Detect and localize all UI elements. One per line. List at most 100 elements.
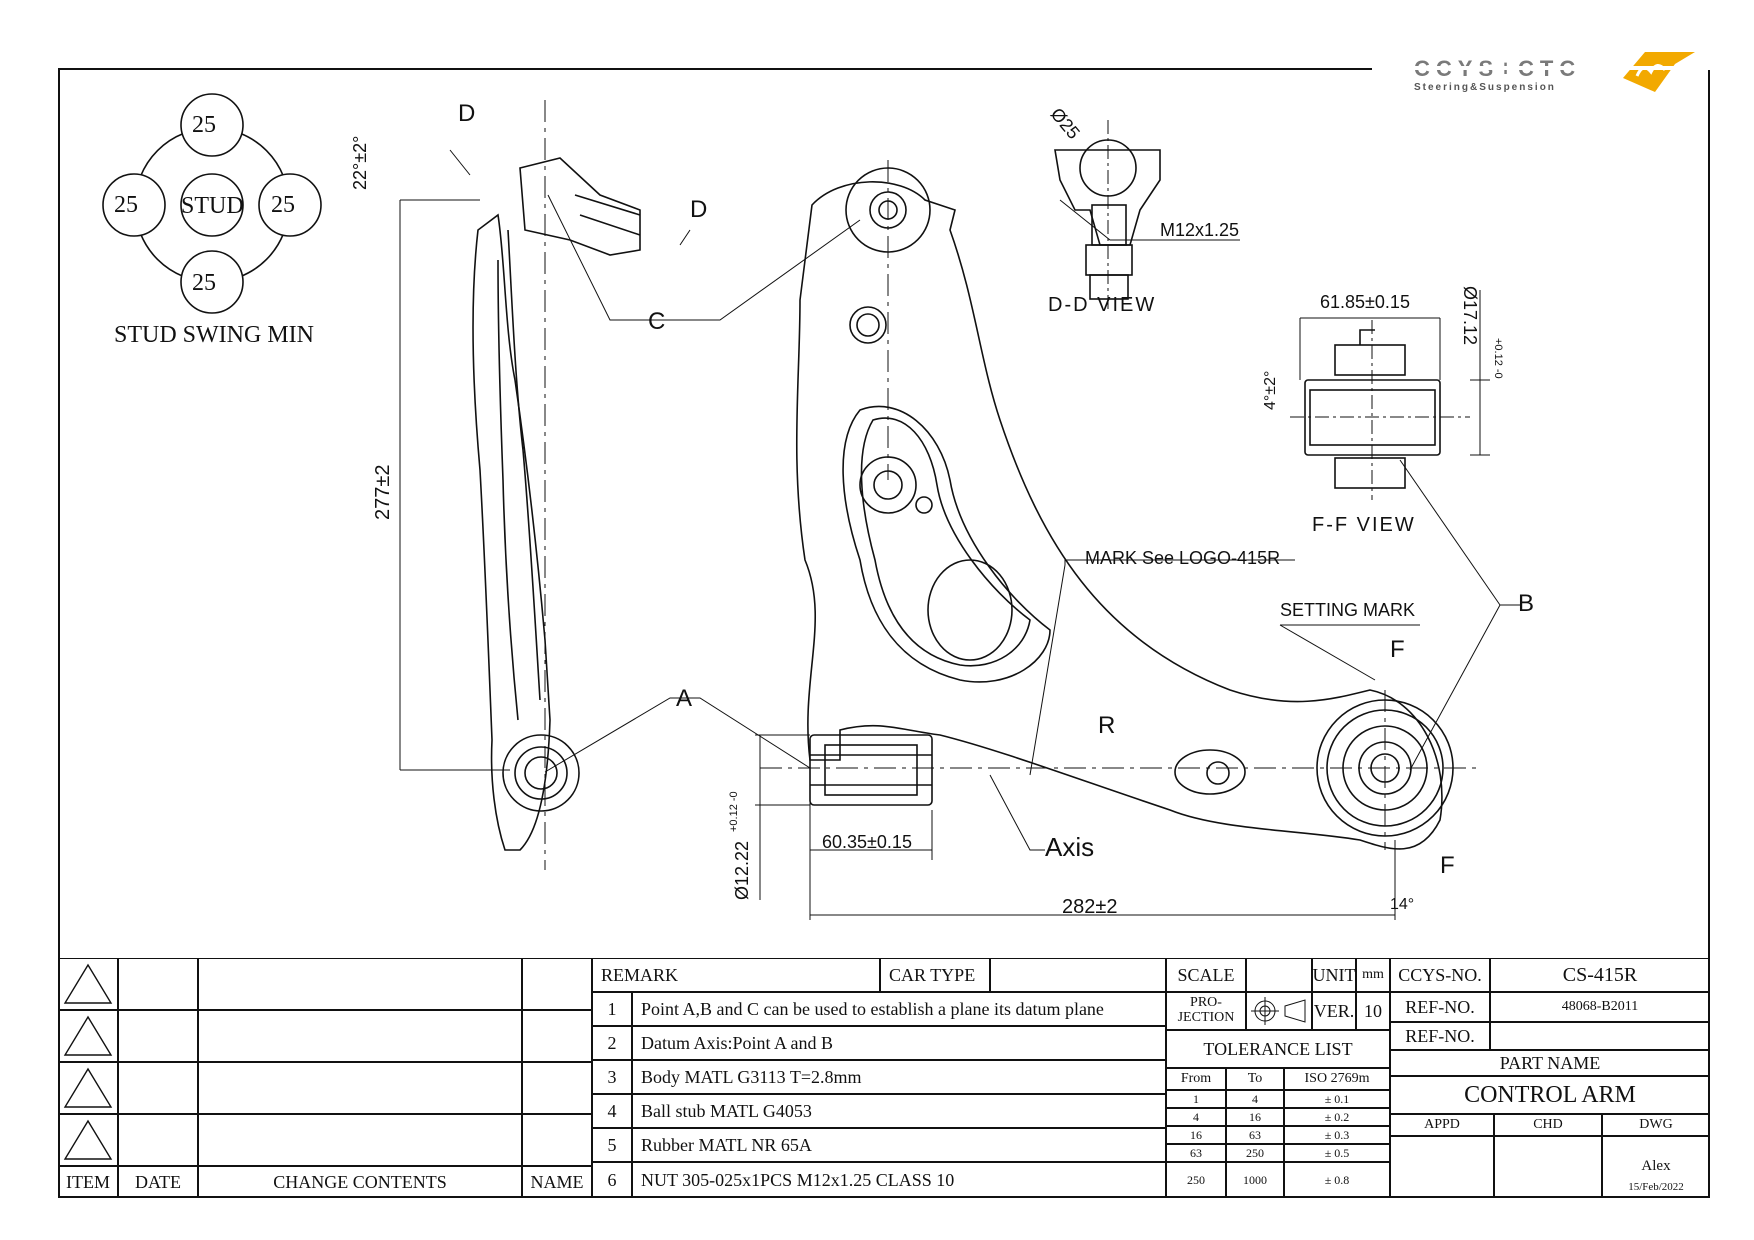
tol-from: 1 — [1166, 1090, 1226, 1108]
arm-side-view — [472, 100, 641, 870]
remark-no: 6 — [592, 1162, 632, 1198]
rev-triangle-3 — [58, 1062, 118, 1114]
label-b: B — [1518, 590, 1535, 617]
rev-change-3 — [198, 1062, 522, 1114]
title-block: ITEM DATE CHANGE CONTENTS NAME REMARK CA… — [58, 958, 1710, 1198]
label-r: R — [1098, 712, 1116, 739]
tol-value: ± 0.2 — [1284, 1108, 1390, 1126]
dwg-label: DWG — [1602, 1114, 1710, 1136]
car-type-value — [990, 958, 1166, 992]
length-dim: 282±2 — [1062, 896, 1118, 918]
ff-tolerance: +0.12 -0 — [1492, 338, 1504, 379]
remark-text: Ball stub MATL G4053 — [632, 1094, 1166, 1128]
appd-value — [1390, 1136, 1494, 1198]
tol-to: 1000 — [1226, 1162, 1284, 1198]
label-a: A — [676, 685, 693, 712]
tol-header-from: From — [1166, 1068, 1226, 1090]
remark-no: 4 — [592, 1094, 632, 1128]
rev-triangle-1 — [58, 958, 118, 1010]
appd-label: APPD — [1390, 1114, 1494, 1136]
rev-change-2 — [198, 1010, 522, 1062]
rev-name-3 — [522, 1062, 592, 1114]
tol-header-iso: ISO 2769m — [1284, 1068, 1390, 1090]
ccys-no-value: CS-415R — [1490, 958, 1710, 992]
drawing-date: 15/Feb/2022 — [1628, 1181, 1684, 1193]
remark-no: 5 — [592, 1128, 632, 1162]
stud-angle-top: 25 — [192, 112, 216, 138]
scale-value — [1246, 958, 1312, 992]
dd-thread: M12x1.25 — [1160, 220, 1240, 240]
tol-from: 4 — [1166, 1108, 1226, 1126]
rev-triangle-4 — [58, 1114, 118, 1166]
technical-drawing — [102, 93, 1520, 920]
label-f-bottom: F — [1440, 852, 1455, 879]
rev-name-4 — [522, 1114, 592, 1166]
stud-swing-label: STUD SWING MIN — [114, 322, 314, 348]
chd-label: CHD — [1494, 1114, 1602, 1136]
rev-header-change: CHANGE CONTENTS — [198, 1166, 522, 1198]
rev-header-date: DATE — [118, 1166, 198, 1198]
rev-header-name: NAME — [522, 1166, 592, 1198]
tol-value: ± 0.8 — [1284, 1162, 1390, 1198]
arm-top-view — [760, 160, 1480, 850]
remark-no: 1 — [592, 992, 632, 1026]
ref-no2-value — [1490, 1022, 1710, 1050]
triangle-icon — [63, 1015, 113, 1056]
projection-label: PRO-JECTION — [1166, 992, 1246, 1030]
bushing-dia-dim: Ø12.22 — [732, 840, 752, 900]
ver-label: VER. — [1312, 992, 1356, 1030]
tolerance-title: TOLERANCE LIST — [1166, 1030, 1390, 1068]
bushing-width-dim: 60.35±0.15 — [822, 832, 912, 852]
unit-value: mm — [1356, 958, 1390, 992]
remark-text: Point A,B and C can be used to establish… — [632, 992, 1166, 1026]
tol-value: ± 0.1 — [1284, 1090, 1390, 1108]
part-name-label: PART NAME — [1390, 1050, 1710, 1076]
projection-line1: PRO- — [1190, 995, 1222, 1011]
ref-no-value: 48068-B2011 — [1490, 992, 1710, 1022]
remark-text: Datum Axis:Point A and B — [632, 1026, 1166, 1060]
chd-value — [1494, 1136, 1602, 1198]
tol-value: ± 0.5 — [1284, 1144, 1390, 1162]
tol-to: 4 — [1226, 1090, 1284, 1108]
label-d-top: D — [458, 100, 476, 127]
dd-view-title: D-D VIEW — [1048, 294, 1157, 316]
part-name-value: CONTROL ARM — [1390, 1076, 1710, 1114]
scale-label: SCALE — [1166, 958, 1246, 992]
ccys-no-label: CCYS-NO. — [1390, 958, 1490, 992]
remark-no: 2 — [592, 1026, 632, 1060]
tol-from: 16 — [1166, 1126, 1226, 1144]
ff-view-title: F-F VIEW — [1312, 514, 1416, 536]
triangle-icon — [63, 1067, 113, 1108]
rev-date-3 — [118, 1062, 198, 1114]
label-c: C — [648, 308, 666, 335]
tol-from: 250 — [1166, 1162, 1226, 1198]
projection-symbol — [1246, 992, 1312, 1030]
tol-value: ± 0.3 — [1284, 1126, 1390, 1144]
dwg-value: Alex 15/Feb/2022 — [1602, 1136, 1710, 1198]
label-d-right: D — [690, 196, 708, 223]
unit-label: UNIT — [1312, 958, 1356, 992]
ref-no2-label: REF-NO. — [1390, 1022, 1490, 1050]
drawer-name: Alex — [1641, 1158, 1671, 1174]
remark-text: NUT 305-025x1PCS M12x1.25 CLASS 10 — [632, 1162, 1166, 1198]
ref-no-label: REF-NO. — [1390, 992, 1490, 1022]
mark-note: MARK See LOGO-415R — [1085, 548, 1281, 568]
rev-name-1 — [522, 958, 592, 1010]
projection-symbol-icon — [1251, 997, 1306, 1025]
remark-text: Rubber MATL NR 65A — [632, 1128, 1166, 1162]
tol-to: 250 — [1226, 1144, 1284, 1162]
remark-no: 3 — [592, 1060, 632, 1094]
rev-date-2 — [118, 1010, 198, 1062]
logo-tagline: Steering&Suspension — [1414, 82, 1556, 93]
stud-center-label: STUD — [181, 193, 244, 219]
projection-line2: JECTION — [1177, 1010, 1235, 1025]
rev-change-1 — [198, 958, 522, 1010]
rev-header-item: ITEM — [58, 1166, 118, 1198]
car-type-label: CAR TYPE — [880, 958, 990, 992]
remark-header: REMARK — [592, 958, 880, 992]
ff-diameter: Ø17.12 — [1460, 286, 1480, 346]
tol-from: 63 — [1166, 1144, 1226, 1162]
ff-angle: 4°±2° — [1262, 370, 1279, 410]
axis-label: Axis — [1045, 832, 1095, 862]
label-f-top: F — [1390, 636, 1405, 663]
